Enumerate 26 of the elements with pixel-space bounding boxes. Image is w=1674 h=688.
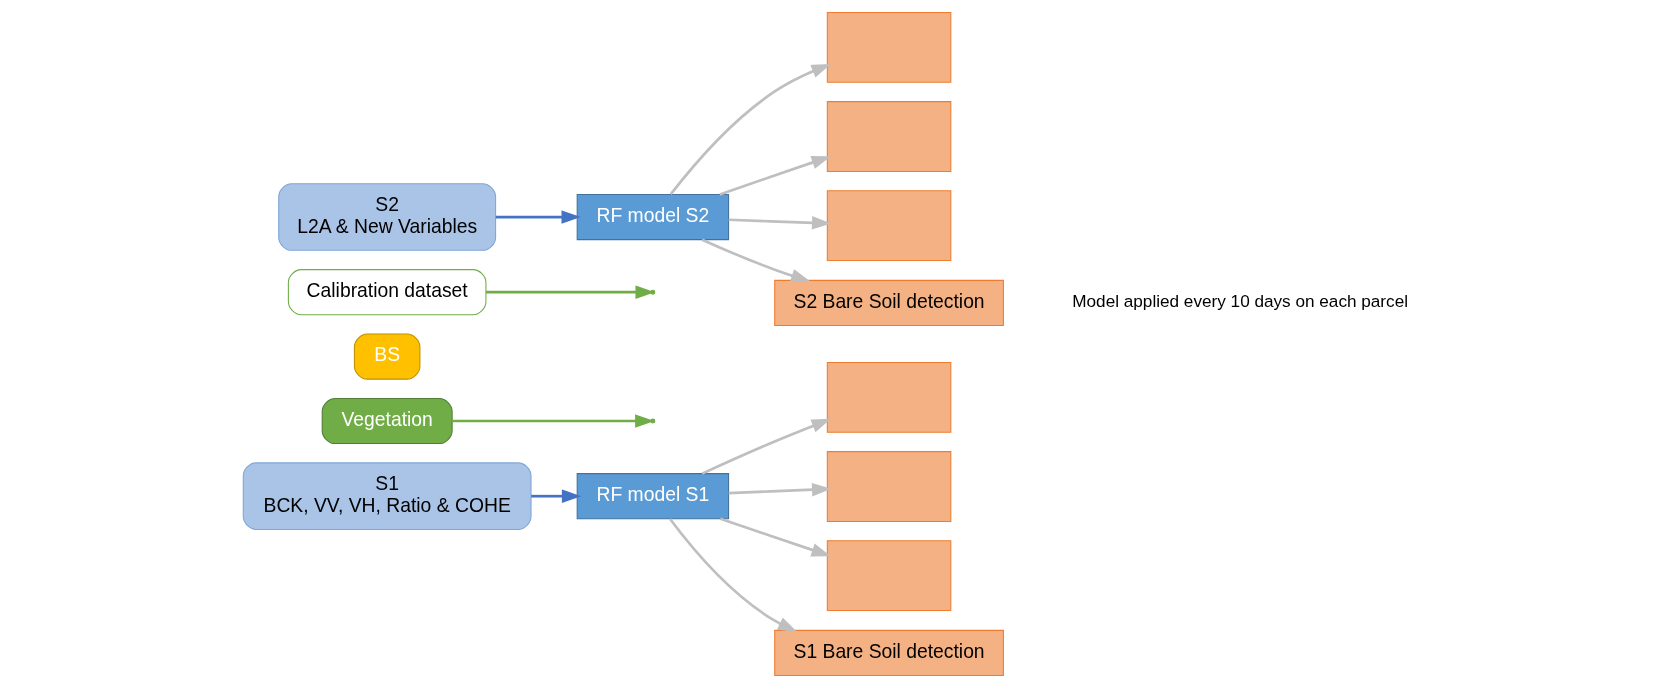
arrow	[701, 418, 831, 475]
node-box: Calibration dataset	[287, 269, 487, 316]
arrow	[719, 517, 831, 557]
node-box: Vegetation	[321, 397, 453, 445]
node-box: S1 Bare Soil detection	[774, 629, 1004, 676]
node-box	[826, 101, 952, 172]
node-box: RF model S1	[576, 473, 730, 520]
node-box: BS	[353, 333, 421, 380]
label: Model applied every 10 days on each parcel	[1072, 291, 1408, 312]
arrow	[531, 489, 582, 503]
arrow	[701, 238, 811, 283]
node-box: RF model S2	[576, 193, 730, 241]
arrow	[669, 518, 798, 633]
node-box: S2 L2A & New Variables	[278, 183, 497, 251]
arrow	[495, 210, 581, 224]
node-box	[826, 362, 952, 433]
arrow	[728, 482, 832, 497]
node-box: S2 Bare Soil detection	[774, 279, 1004, 326]
node-box: S1 BCK, VV, VH, Ratio & COHE	[242, 462, 532, 530]
node-box	[826, 190, 952, 262]
node-box	[826, 451, 952, 522]
arrow	[669, 64, 831, 195]
arrow	[728, 216, 832, 230]
arrow	[719, 156, 831, 196]
node-box	[826, 540, 952, 612]
node-box	[826, 12, 952, 83]
